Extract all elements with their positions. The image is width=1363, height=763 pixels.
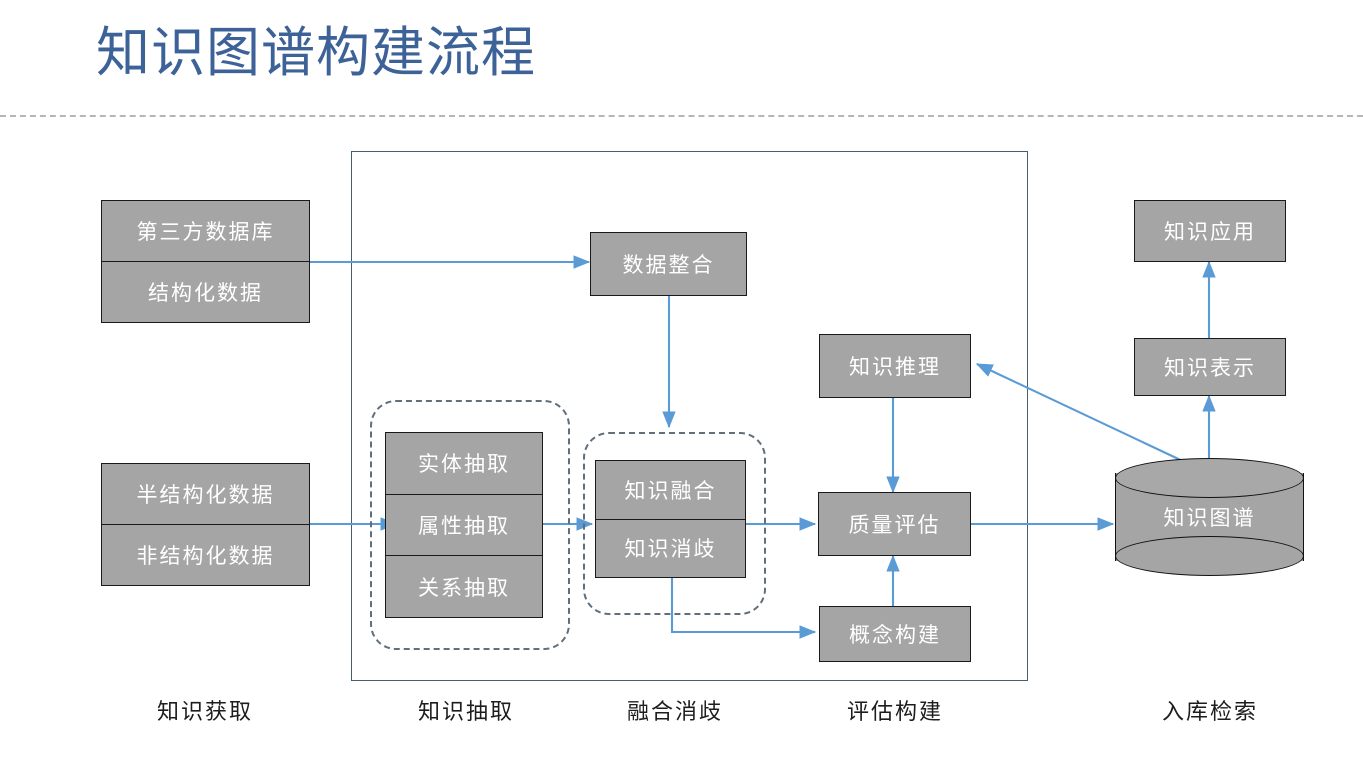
node-source-structured-bottom: 结构化数据 [102, 261, 309, 322]
cylinder-top-ellipse [1115, 458, 1304, 498]
phase-label-fusion: 融合消歧 [626, 699, 723, 724]
phase-label-evaluation: 评估构建 [846, 699, 943, 724]
node-fusion-stack[interactable]: 知识融合 知识消歧 [595, 460, 746, 578]
node-knowledge-application[interactable]: 知识应用 [1134, 200, 1286, 262]
cylinder-bottom-ellipse [1115, 536, 1304, 576]
node-knowledge-reasoning[interactable]: 知识推理 [819, 334, 971, 398]
node-knowledge-graph-label: 知识图谱 [1163, 506, 1256, 530]
node-source-unstructured[interactable]: 半结构化数据 非结构化数据 [101, 463, 310, 586]
node-attribute-extraction: 属性抽取 [386, 493, 542, 556]
group-fusion-disambiguation [583, 432, 766, 615]
node-source-structured-top: 第三方数据库 [136, 220, 275, 244]
node-relation-extraction: 关系抽取 [386, 555, 542, 617]
node-data-integration[interactable]: 数据整合 [590, 232, 747, 296]
node-knowledge-disambiguation: 知识消歧 [596, 518, 745, 578]
node-knowledge-fusion: 知识融合 [624, 478, 717, 503]
node-concept-construction[interactable]: 概念构建 [819, 606, 971, 662]
node-knowledge-graph-store[interactable]: 知识图谱 [1115, 458, 1304, 576]
node-knowledge-representation[interactable]: 知识表示 [1134, 338, 1286, 396]
node-source-unstructured-top: 半结构化数据 [136, 483, 275, 507]
page-title: 知识图谱构建流程 [96, 23, 536, 83]
node-entity-extraction: 实体抽取 [418, 452, 510, 477]
phase-label-extraction: 知识抽取 [417, 699, 514, 724]
phase-label-acquisition: 知识获取 [156, 699, 253, 724]
phase-label-storage: 入库检索 [1161, 699, 1258, 724]
header-divider [0, 115, 1363, 117]
node-source-structured[interactable]: 第三方数据库 结构化数据 [101, 200, 310, 323]
node-extraction-stack[interactable]: 实体抽取 属性抽取 关系抽取 [385, 432, 543, 618]
node-quality-assessment[interactable]: 质量评估 [818, 492, 971, 556]
group-knowledge-extraction [370, 400, 570, 650]
node-source-unstructured-bottom: 非结构化数据 [102, 524, 309, 585]
